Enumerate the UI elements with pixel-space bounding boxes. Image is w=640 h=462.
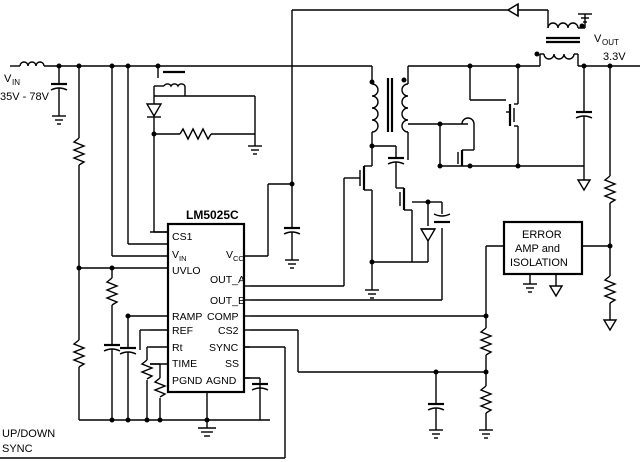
primary-switch xyxy=(356,143,451,299)
secondary-rectifier xyxy=(408,63,584,169)
input-rail-drops xyxy=(72,63,161,420)
comp-network xyxy=(427,316,493,439)
pin-cs1: CS1 xyxy=(172,231,193,243)
output-capacitor xyxy=(575,63,593,192)
vout-value: 3.3V xyxy=(603,51,626,63)
feedback-divider xyxy=(582,66,618,332)
vin-text: V xyxy=(4,73,12,85)
pin-sync: SYNC xyxy=(209,342,239,354)
vcc-network xyxy=(267,9,508,269)
error-amp-block: ERROR AMP and ISOLATION xyxy=(485,220,584,316)
input-capacitor xyxy=(50,63,68,125)
pin-vcc-sub: CC xyxy=(233,254,244,263)
pin-ss: SS xyxy=(225,358,239,370)
pin-agnd: AGND xyxy=(206,375,237,387)
input-rail xyxy=(10,61,373,82)
error-line3: ISOLATION xyxy=(510,257,568,269)
pin-out-a: OUT_A xyxy=(210,274,245,286)
pin-comp: COMP xyxy=(207,311,239,323)
pin-pgnd: PGND xyxy=(172,375,203,387)
updown-text: UP/DOWN xyxy=(2,428,55,440)
pin-ramp: RAMP xyxy=(172,311,202,323)
error-line2: AMP and xyxy=(515,243,560,255)
sync-text: SYNC xyxy=(2,443,33,455)
vout-text: V xyxy=(594,33,602,45)
main-transformer xyxy=(369,66,409,160)
vin-subscript: IN xyxy=(12,78,20,87)
uvlo-network xyxy=(79,265,150,420)
pin-rt: Rt xyxy=(172,342,183,354)
pin-out-b: OUT_B xyxy=(210,295,245,307)
pin-vcc: V xyxy=(226,249,233,261)
lm5025c-chip: LM5025C CS1 V IN UVLO RAMP REF Rt TIME P… xyxy=(150,208,268,394)
pin-cs2: CS2 xyxy=(218,325,239,337)
pin-ref: REF xyxy=(172,325,193,337)
vin-label: V IN 35V - 78V xyxy=(0,73,50,103)
pin-vin-sub: IN xyxy=(179,254,187,263)
error-line1: ERROR xyxy=(522,229,562,241)
ground-bus xyxy=(79,377,270,437)
ramp-network xyxy=(119,243,167,420)
vin-range-text: 35V - 78V xyxy=(0,91,50,103)
pin-time: TIME xyxy=(172,358,197,370)
gate-drive xyxy=(250,177,489,373)
output-inductor xyxy=(506,2,640,69)
updown-sync: UP/DOWN SYNC xyxy=(0,346,286,459)
chip-name: LM5025C xyxy=(186,208,239,222)
pin-vin: V xyxy=(172,249,179,261)
vout-label: V OUT 3.3V xyxy=(594,33,626,63)
vout-subscript: OUT xyxy=(602,38,619,47)
cs1-current-sense xyxy=(145,70,262,233)
pin-uvlo: UVLO xyxy=(172,265,201,277)
